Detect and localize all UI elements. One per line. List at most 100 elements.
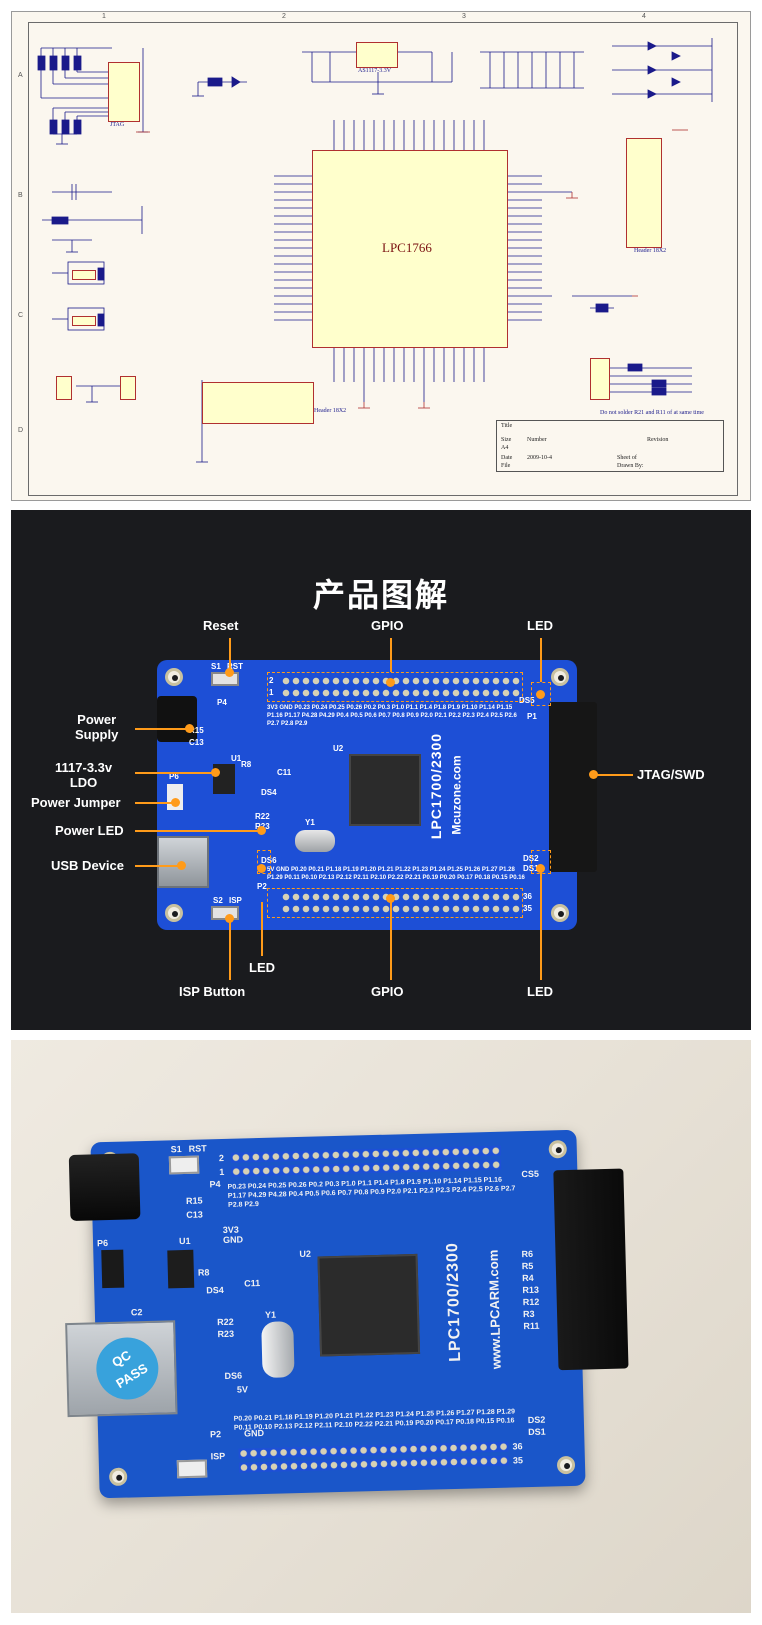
connector-p5 bbox=[56, 376, 72, 400]
schematic-note: Do not solder R21 and R11 of at same tim… bbox=[600, 410, 704, 416]
callout-dot bbox=[536, 864, 545, 873]
photo-silk-label: CS5 bbox=[521, 1168, 540, 1180]
callout-isp-button: ISP Button bbox=[179, 984, 246, 999]
callout-led-bottom-right: LED bbox=[527, 984, 553, 999]
ds4-label: DS4 bbox=[261, 788, 277, 797]
photo-crystal bbox=[261, 1321, 295, 1378]
callout-dot bbox=[257, 864, 266, 873]
callout-dot bbox=[386, 678, 395, 687]
photo-silk-label: P4 bbox=[209, 1179, 221, 1190]
photo-gpio-bottom-row-1 bbox=[238, 1455, 510, 1473]
callout-line-reset bbox=[229, 638, 231, 672]
callout-led-bottom-left: LED bbox=[249, 960, 275, 975]
callout-dot bbox=[225, 914, 234, 923]
header-right-label: Header 18X2 bbox=[634, 248, 667, 254]
regulator-label: AS1117-3.3V bbox=[358, 68, 392, 74]
callout-dot bbox=[171, 798, 180, 807]
callout-reset: Reset bbox=[203, 618, 239, 633]
c13-label: C13 bbox=[189, 738, 204, 747]
schematic-panel: 1 2 3 4 A B C D bbox=[11, 11, 751, 501]
photo-reset-button bbox=[168, 1155, 200, 1175]
photo-silk-label: R4 bbox=[521, 1272, 534, 1284]
photo-ldo-regulator bbox=[167, 1249, 195, 1289]
pin-label-36: 36 bbox=[523, 892, 532, 901]
photo-silk-label: U2 bbox=[299, 1248, 312, 1259]
mounting-hole bbox=[108, 1467, 128, 1487]
callout-ldo: 1117-3.3v LDO bbox=[55, 760, 113, 790]
callout-dot bbox=[185, 724, 194, 733]
photo-silk-label: R22 bbox=[217, 1316, 234, 1328]
photo-silk-label: Y1 bbox=[264, 1309, 277, 1320]
callout-power-jumper: Power Jumper bbox=[31, 795, 121, 810]
callout-line-led-bottom-left bbox=[261, 902, 263, 956]
pin-label-35: 35 bbox=[523, 904, 532, 913]
callout-dot bbox=[536, 690, 545, 699]
title-label: Title bbox=[501, 423, 513, 429]
mounting-hole bbox=[548, 1139, 567, 1159]
p6-label: P6 bbox=[169, 772, 179, 781]
photo-silk-label: DS2 bbox=[527, 1414, 546, 1426]
callout-dot bbox=[257, 826, 266, 835]
callout-dot bbox=[225, 668, 234, 677]
callout-line-jumper bbox=[135, 802, 175, 804]
callout-line-led-bottom-right bbox=[540, 872, 542, 980]
revision-label: Revision bbox=[647, 437, 669, 443]
ds6-label: DS6 bbox=[261, 856, 277, 865]
callout-gpio-bottom: GPIO bbox=[371, 984, 404, 999]
header-bottom bbox=[202, 382, 314, 424]
callout-line-gpio-bottom bbox=[390, 902, 392, 980]
diagram-title: 产品图解 bbox=[312, 577, 449, 613]
callout-led-top: LED bbox=[527, 618, 553, 633]
mounting-hole bbox=[556, 1455, 576, 1475]
p4-label: P4 bbox=[217, 698, 227, 707]
photo-isp-button bbox=[176, 1459, 208, 1479]
u2-label: U2 bbox=[333, 744, 344, 753]
mounting-hole bbox=[551, 904, 569, 922]
photo-pin-label-35: 35 bbox=[512, 1455, 524, 1466]
photo-power-jumper bbox=[101, 1249, 125, 1289]
photo-silk-label: U1 bbox=[178, 1235, 191, 1247]
r8-label: R8 bbox=[241, 760, 252, 769]
title-block: Title Size A4 Number Revision Date 2009-… bbox=[496, 420, 724, 472]
photo-silk-label: S1 bbox=[170, 1144, 182, 1155]
mcu-symbol bbox=[312, 150, 508, 348]
jtag-header bbox=[108, 62, 140, 122]
r15-label: R15 bbox=[189, 726, 204, 735]
callout-line-isp bbox=[229, 920, 231, 980]
callout-dot bbox=[589, 770, 598, 779]
photo-silk-label: DS1 bbox=[528, 1426, 546, 1438]
photo-silk-label: R13 bbox=[522, 1284, 540, 1296]
board: 2 1 36 35 S1 RST S2 ISP U1 P6 Y1 U2 LPC1… bbox=[157, 660, 597, 930]
photo-silk-label: R8 bbox=[197, 1267, 210, 1278]
board-site: Mcuzone.com bbox=[449, 755, 464, 835]
mcu-chip bbox=[349, 754, 421, 826]
board-name: LPC1700/2300 bbox=[428, 732, 445, 840]
photo-gpio-top-row-1 bbox=[231, 1159, 502, 1177]
header-right bbox=[626, 138, 662, 248]
photo-silk-label: GND bbox=[243, 1427, 265, 1439]
regulator-symbol bbox=[356, 42, 398, 68]
zone-number: 1 bbox=[102, 13, 106, 20]
size-label: Size bbox=[501, 437, 512, 443]
c11-label: C11 bbox=[277, 768, 292, 777]
photo-board-name: LPC1700/2300 bbox=[443, 1241, 465, 1362]
photo-dc-jack bbox=[68, 1153, 141, 1221]
product-photo-panel: 2 1 36 35 QC PASS LPC1700/2300 www.LPCAR… bbox=[11, 1040, 751, 1613]
callout-usb-device: USB Device bbox=[51, 858, 124, 873]
crystal bbox=[295, 830, 335, 852]
bottom-pin-labels: 5V GND P0.20 P0.21 P1.18 P1.19 P1.20 P1.… bbox=[267, 867, 525, 881]
gpio-bottom-highlight bbox=[267, 888, 523, 918]
usb-connector-symbol bbox=[590, 358, 610, 400]
crystal-1 bbox=[72, 270, 96, 280]
header-bottom-label: Header 18X2 bbox=[314, 408, 347, 414]
mounting-hole bbox=[165, 904, 183, 922]
photo-board-site: www.LPCARM.com bbox=[485, 1249, 504, 1370]
callout-line-usb bbox=[135, 865, 181, 867]
zone-letter: C bbox=[18, 312, 24, 319]
s2-label: S2 bbox=[213, 896, 223, 905]
callout-line-led-top bbox=[540, 638, 542, 682]
photo-silk-label: C2 bbox=[130, 1307, 143, 1318]
photo-top-pin-labels: P0.23 P0.24 P0.25 P0.26 P0.2 P0.3 P1.0 P… bbox=[227, 1176, 516, 1209]
callout-line-power bbox=[135, 728, 189, 730]
jtag-connector bbox=[549, 702, 597, 872]
